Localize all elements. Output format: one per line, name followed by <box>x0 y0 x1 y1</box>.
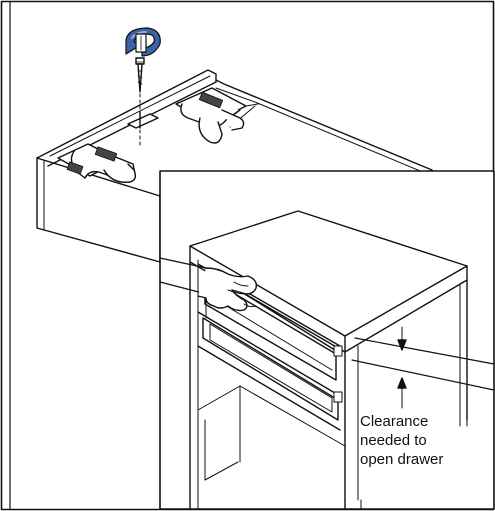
cabinet-lower-opening <box>197 385 346 481</box>
right-runner-lock <box>175 87 259 144</box>
left-runner-lock <box>57 143 137 183</box>
inset-panel <box>159 170 495 510</box>
rotate-arrow-icon <box>125 27 161 57</box>
callout-line-2: needed to <box>360 432 427 449</box>
callout-line-1: Clearance <box>360 413 429 430</box>
drawer-left-rail <box>36 69 217 167</box>
clearance-dimension <box>351 326 495 409</box>
hand-icon <box>159 257 258 312</box>
screw-icon <box>135 57 145 149</box>
drawer-top-view <box>36 69 438 263</box>
callout-line-3: open drawer <box>360 451 444 468</box>
drawer-back-edge <box>215 79 433 171</box>
lower-drawer <box>197 311 343 431</box>
clearance-callout: Clearance needed to open drawer <box>360 412 494 469</box>
drawer-front-face <box>36 157 161 263</box>
